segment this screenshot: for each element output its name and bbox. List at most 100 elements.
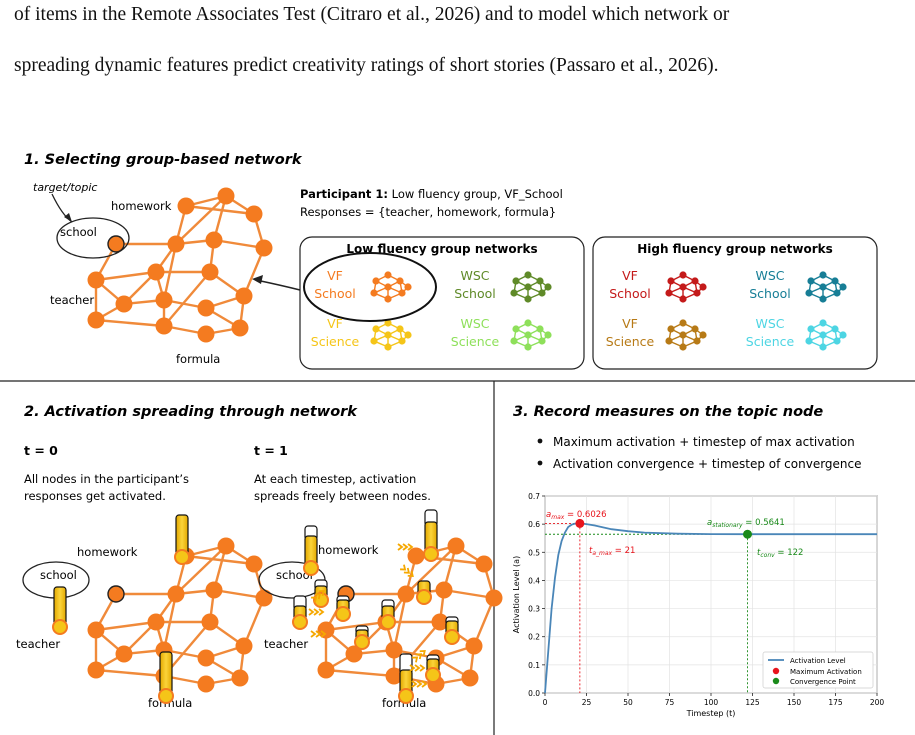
t1-desc-1: At each timestep, activation bbox=[254, 472, 416, 486]
node-label-homework: homework bbox=[111, 199, 172, 213]
a-max-annotation-value: = 0.6026 bbox=[564, 510, 606, 520]
mini-network-node bbox=[691, 277, 699, 285]
spread-arrow bbox=[411, 680, 428, 688]
network-node bbox=[385, 667, 403, 685]
activated-node bbox=[416, 589, 432, 605]
mini-network-node bbox=[839, 283, 847, 291]
mini-network-node bbox=[699, 331, 707, 339]
body-text-line-1: of items in the Remote Associates Test (… bbox=[14, 4, 730, 25]
mini-network-node bbox=[693, 337, 701, 345]
mini-network-node bbox=[384, 283, 392, 291]
network-node bbox=[205, 581, 223, 599]
mini-network-node bbox=[819, 331, 827, 339]
y-axis-label: Activation Level (a) bbox=[512, 556, 521, 633]
network-node bbox=[167, 585, 185, 603]
mini-network-node bbox=[372, 277, 380, 285]
mini-network-node bbox=[807, 277, 815, 285]
activated-node bbox=[398, 688, 414, 704]
mini-network-node bbox=[536, 325, 544, 333]
low-wsc-school-label-1: WSC bbox=[460, 268, 489, 283]
mini-network-node bbox=[839, 331, 847, 339]
mini-network-node bbox=[679, 319, 687, 327]
mini-network-node bbox=[524, 319, 532, 327]
legend-convergence-point: Convergence Point bbox=[790, 678, 856, 686]
network-node bbox=[201, 263, 219, 281]
high-vf-science-label-1: VF bbox=[622, 316, 638, 331]
spread-arrow-chevron bbox=[320, 630, 327, 638]
spread-arrow-chevron bbox=[419, 664, 426, 672]
t-max-annotation-symbol: t bbox=[589, 546, 593, 556]
high-vf-school-label-2: School bbox=[609, 286, 651, 301]
mini-network bbox=[370, 271, 412, 303]
node-label-school: school bbox=[60, 225, 97, 239]
high-wsc-school-label-2: School bbox=[749, 286, 791, 301]
t1-label: t = 1 bbox=[254, 443, 288, 458]
mini-network-node bbox=[512, 277, 520, 285]
mini-network-node bbox=[396, 325, 404, 333]
t-conv-annotation-symbol: t bbox=[757, 548, 761, 558]
a-max-annotation-symbol: a bbox=[546, 510, 551, 520]
mini-network bbox=[805, 319, 847, 351]
t-max-annotation: ta_max = 21 bbox=[589, 546, 635, 557]
mini-network-node bbox=[679, 343, 687, 351]
mini-network-node bbox=[831, 277, 839, 285]
low-vf-science-label-1: VF bbox=[327, 316, 343, 331]
network-node bbox=[397, 585, 415, 603]
spread-arrow-chevron bbox=[409, 664, 416, 672]
network-node bbox=[147, 613, 165, 631]
spread-arrow-chevron bbox=[402, 543, 409, 551]
network-node bbox=[435, 581, 453, 599]
target-arrow-head bbox=[64, 213, 72, 222]
t0-desc-1: All nodes in the participant’s bbox=[24, 472, 189, 486]
node-label-teacher: teacher bbox=[16, 637, 60, 651]
network-node bbox=[407, 547, 425, 565]
mini-network bbox=[665, 271, 707, 303]
target-topic-label: target/topic bbox=[33, 181, 97, 194]
spread-arrow-chevron bbox=[415, 653, 423, 660]
school-node bbox=[107, 585, 125, 603]
network-edge bbox=[242, 597, 266, 647]
mini-network-node bbox=[833, 337, 841, 345]
panel1-title: 1. Selecting group-based network bbox=[24, 152, 303, 168]
spread-arrow-chevron bbox=[412, 656, 419, 663]
mini-network-node bbox=[396, 277, 404, 285]
network-edge bbox=[95, 620, 157, 632]
participant-label: Participant 1: bbox=[300, 187, 388, 201]
network-node bbox=[255, 239, 273, 257]
spread-arrow-chevron bbox=[419, 650, 426, 657]
bullet-dot-2 bbox=[537, 460, 543, 466]
network-edge bbox=[325, 620, 387, 632]
mini-network-node bbox=[398, 289, 406, 297]
spread-arrow bbox=[311, 590, 325, 603]
mini-network-node bbox=[819, 319, 827, 327]
network-node bbox=[431, 613, 449, 631]
spread-arrow-chevron bbox=[314, 593, 322, 600]
network-node bbox=[475, 555, 493, 573]
high-wsc-science-label-1: WSC bbox=[755, 316, 784, 331]
network-node bbox=[197, 649, 215, 667]
network-node bbox=[155, 291, 173, 309]
spread-arrow-chevron bbox=[311, 596, 318, 603]
body-text-line-2: spreading dynamic features predict creat… bbox=[14, 55, 719, 76]
panel3-title: 3. Record measures on the topic node bbox=[513, 404, 823, 420]
mini-network-node bbox=[524, 283, 532, 291]
network-edge bbox=[472, 597, 496, 647]
mini-network-node bbox=[524, 271, 532, 279]
mini-network-node bbox=[384, 295, 392, 303]
node-label-homework: homework bbox=[77, 545, 138, 559]
mini-network-node bbox=[819, 295, 827, 303]
mini-network bbox=[510, 271, 552, 303]
mini-network-node bbox=[404, 283, 412, 291]
bullet-dot-1 bbox=[537, 438, 543, 444]
mini-network-node bbox=[544, 331, 552, 339]
node-label-teacher: teacher bbox=[264, 637, 308, 651]
network-node bbox=[197, 325, 215, 343]
mini-network-node bbox=[538, 337, 546, 345]
high-fluency-box bbox=[592, 236, 878, 370]
spread-arrow-chevron bbox=[400, 564, 407, 571]
mini-network-node bbox=[370, 289, 378, 297]
spread-arrow-chevron bbox=[403, 567, 411, 574]
x-tick-label: 200 bbox=[870, 698, 885, 707]
